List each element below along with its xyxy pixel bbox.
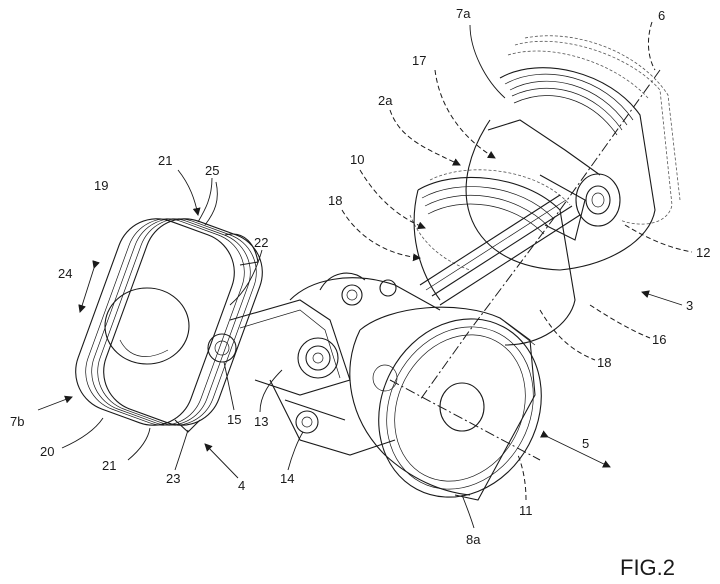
leader-17	[434, 69, 496, 159]
label-4: 4	[238, 478, 245, 493]
flywheel-8a	[349, 306, 542, 501]
leader-14	[287, 431, 304, 471]
axis-11	[389, 379, 541, 461]
label-3: 3	[686, 298, 693, 313]
leader-7a	[469, 24, 506, 99]
leader-25b	[204, 181, 218, 226]
label-7b: 7b	[10, 414, 24, 429]
label-5: 5	[582, 436, 589, 451]
label-10: 10	[350, 152, 364, 167]
leader-21b	[127, 427, 151, 461]
label-23: 23	[166, 471, 180, 486]
label-7a: 7a	[456, 6, 471, 21]
leader-10	[359, 169, 426, 230]
label-16: 16	[652, 332, 666, 347]
leader-11	[517, 454, 527, 501]
leader-18a	[341, 209, 421, 262]
label-6: 6	[658, 8, 665, 23]
label-21a: 21	[158, 153, 172, 168]
label-20: 20	[40, 444, 54, 459]
arrow-5	[539, 430, 611, 468]
leader-13	[259, 369, 283, 413]
label-25: 25	[205, 163, 219, 178]
label-24: 24	[58, 266, 72, 281]
label-18a: 18	[328, 193, 342, 208]
label-21b: 21	[102, 458, 116, 473]
leader-8a	[461, 494, 475, 529]
leader-3	[641, 290, 683, 306]
label-22: 22	[254, 235, 268, 250]
leader-21a	[177, 169, 201, 216]
label-11: 11	[519, 503, 533, 518]
leader-22	[229, 249, 263, 306]
leader-7b	[37, 395, 73, 411]
leader-16	[589, 304, 651, 339]
crank-linkage	[207, 272, 441, 456]
leader-12	[624, 224, 693, 253]
pad-19	[75, 218, 263, 433]
leader-6	[647, 21, 656, 71]
label-13: 13	[254, 414, 268, 429]
leader-15	[223, 361, 235, 411]
label-15: 15	[227, 412, 241, 427]
label-17: 17	[412, 53, 426, 68]
arrow-24	[78, 260, 100, 313]
leader-4	[204, 443, 239, 479]
axis-6	[419, 69, 661, 401]
leader-18b	[539, 309, 596, 361]
leader-2a	[389, 109, 461, 166]
label-14: 14	[280, 471, 294, 486]
leader-23	[174, 429, 189, 471]
label-2a: 2a	[378, 93, 393, 108]
figure-caption: FIG.2	[620, 555, 675, 580]
label-12: 12	[696, 245, 710, 260]
leader-25	[197, 177, 213, 223]
leader-20	[61, 417, 104, 449]
label-8a: 8a	[466, 532, 481, 547]
piston-assembly-3	[409, 35, 681, 346]
label-18b: 18	[597, 355, 611, 370]
label-19: 19	[94, 178, 108, 193]
